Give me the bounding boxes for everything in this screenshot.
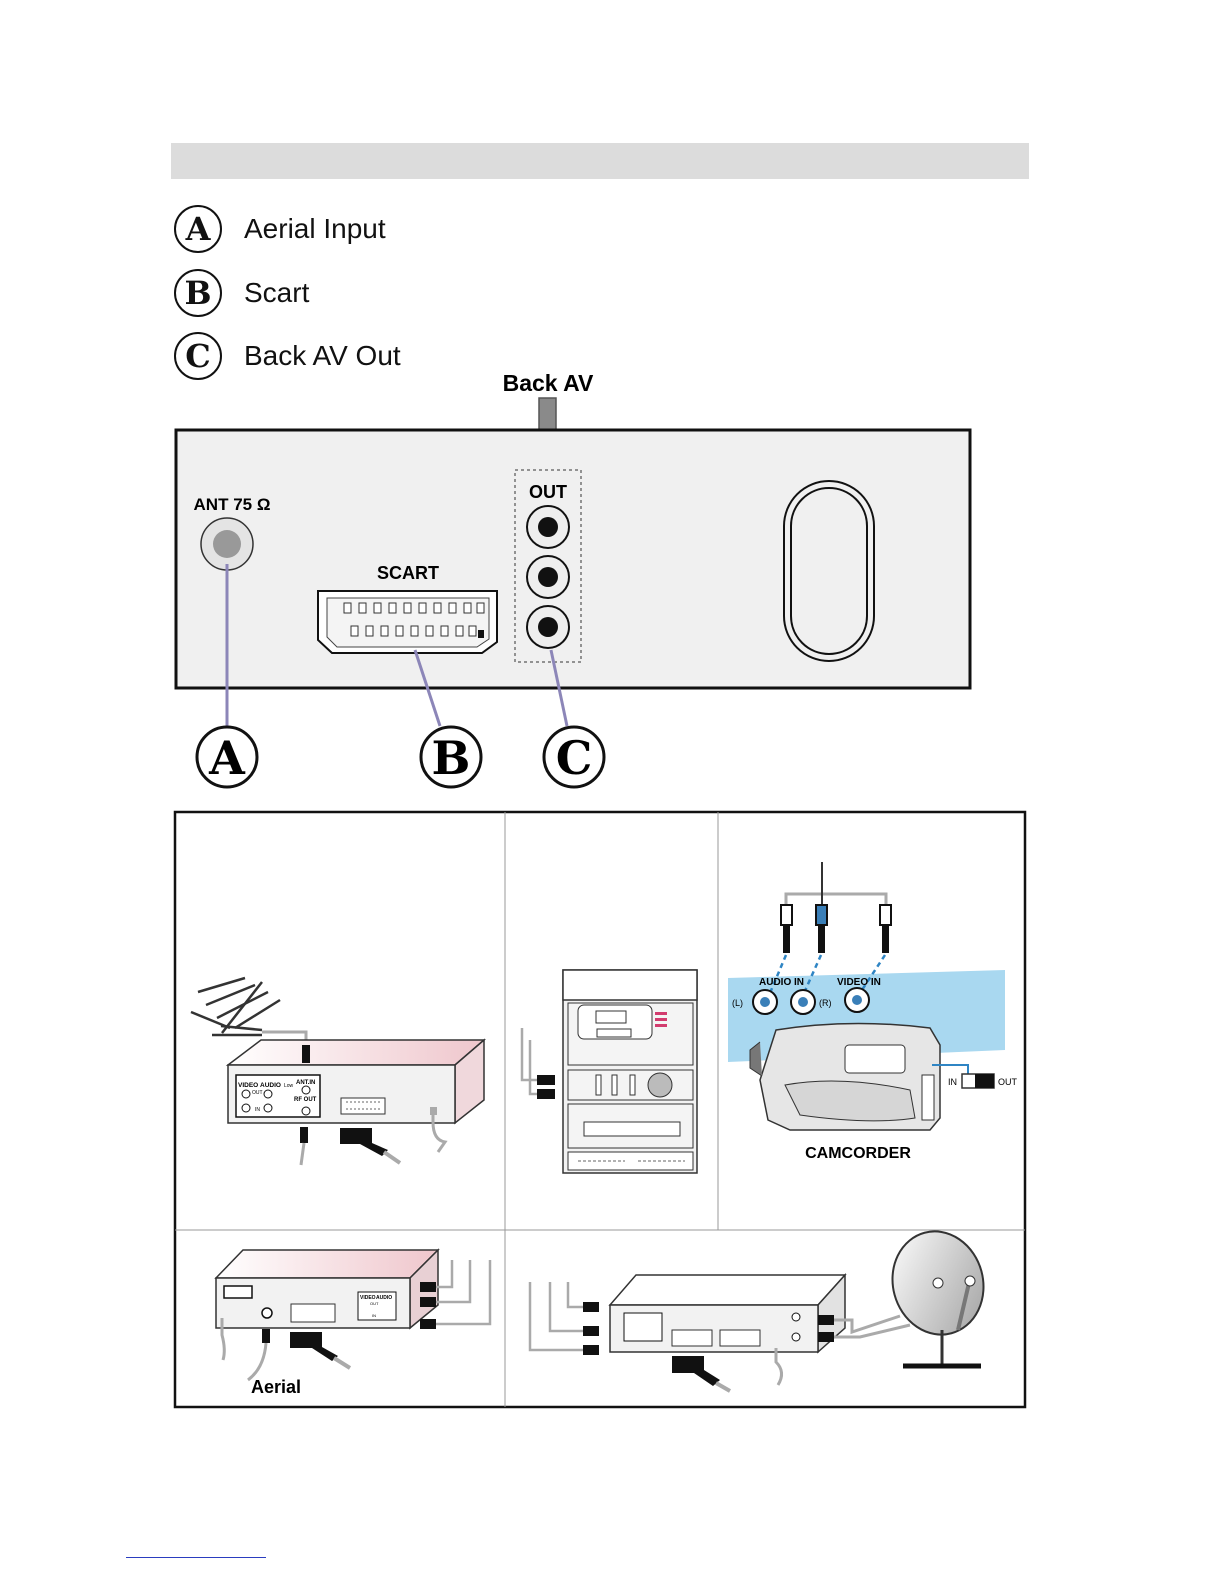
callout-b: B xyxy=(421,727,481,787)
av-out-jacks xyxy=(527,506,569,648)
vcr-audio-label: AUDIO xyxy=(260,1082,281,1089)
small-vcr-in-label: IN xyxy=(372,1313,376,1318)
ant-label: ANT 75 Ω xyxy=(194,495,271,514)
switch-out-label: OUT xyxy=(998,1077,1018,1087)
camcorder-label: CAMCORDER xyxy=(805,1145,911,1162)
back-av-label: Back AV xyxy=(503,370,594,396)
audio-in-label: AUDIO IN xyxy=(759,977,804,988)
small-vcr-out-label: OUT xyxy=(370,1301,379,1306)
vcr-rf-out-label: RF OUT xyxy=(294,1097,317,1103)
aerial-socket xyxy=(201,518,253,570)
scart-label: SCART xyxy=(377,563,439,583)
callout-c: C xyxy=(544,727,604,787)
aerial-label: Aerial xyxy=(251,1377,301,1397)
vcr-out-label: OUT xyxy=(252,1090,263,1096)
callout-a-label: A xyxy=(208,731,246,785)
vcr-in-label: IN xyxy=(255,1107,260,1113)
scart-socket xyxy=(318,591,497,653)
video-in-label: VIDEO IN xyxy=(837,977,881,988)
left-channel-label: (L) xyxy=(732,998,743,1008)
vcr-ant-in-label: ANT.IN xyxy=(296,1080,315,1086)
callout-b-label: B xyxy=(432,731,471,785)
right-channel-label: (R) xyxy=(819,998,832,1008)
callout-a: A xyxy=(197,727,257,787)
callout-c-label: C xyxy=(556,731,593,785)
vcr-low-label: Low xyxy=(284,1083,294,1089)
vcr-video-label: VIDEO xyxy=(238,1082,258,1089)
out-label: OUT xyxy=(529,482,567,502)
switch-in-label: IN xyxy=(948,1077,957,1087)
footer-rule xyxy=(126,1557,266,1558)
rear-panel: ANT 75 Ω SCART OUT xyxy=(176,430,970,688)
